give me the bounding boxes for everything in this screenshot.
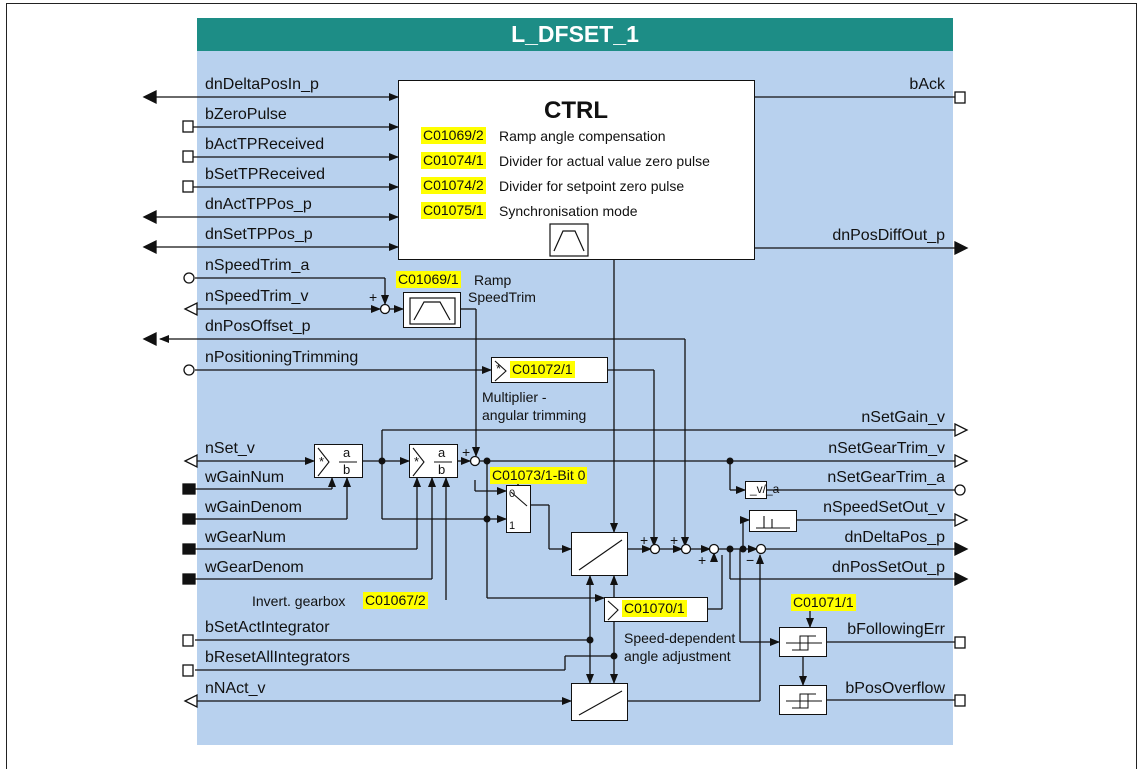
ctrl-param-desc: Divider for actual value zero pulse xyxy=(499,153,710,169)
input-label: bActTPReceived xyxy=(205,136,325,153)
ramp-icon xyxy=(409,297,456,325)
input-label: dnPosOffset_p xyxy=(205,318,311,335)
input-label: wGearDenom xyxy=(205,559,304,576)
hysteresis-icon xyxy=(786,693,822,709)
plus-sign: + xyxy=(369,289,378,305)
ctrl-param-desc: Ramp angle compensation xyxy=(499,128,666,144)
pulse-icon xyxy=(756,516,790,529)
function-block-title: L_DFSET_1 xyxy=(197,18,953,51)
ramp-speedtrim-label: Ramp xyxy=(474,272,512,288)
output-label: nSpeedSetOut_v xyxy=(823,499,945,516)
multiply-icon xyxy=(607,600,619,621)
divide-b: b xyxy=(438,462,446,477)
ctrl-title: CTRL xyxy=(544,97,608,124)
plus-sign: + xyxy=(698,552,707,568)
ramp-icon xyxy=(549,223,589,257)
gear-divider-block: * a b xyxy=(409,444,458,478)
ctrl-param-desc: Divider for setpoint zero pulse xyxy=(499,178,685,194)
output-label: nSetGearTrim_v xyxy=(828,440,945,457)
gearbox-label: Invert. gearbox xyxy=(252,593,346,609)
multiply-star: * xyxy=(496,361,502,376)
input-label: wGainDenom xyxy=(205,499,302,516)
multiplier-label: Multiplier - xyxy=(482,389,547,405)
input-label: dnDeltaPosIn_p xyxy=(205,76,319,93)
divide-a: a xyxy=(343,445,351,460)
ctrl-param-code: C01069/2 xyxy=(421,127,486,144)
output-label: dnPosSetOut_p xyxy=(832,559,945,576)
pos-overflow-block xyxy=(779,685,827,715)
speed-angle-label: angle adjustment xyxy=(624,648,731,664)
switch-pos0: 0 xyxy=(509,488,516,500)
multiplier-code: C01072/1 xyxy=(510,361,575,378)
input-label: bResetAllIntegrators xyxy=(205,649,350,666)
ctrl-param-code: C01075/1 xyxy=(421,202,486,219)
ramp-speedtrim-block xyxy=(403,292,461,328)
input-label: nSet_v xyxy=(205,440,255,457)
output-label: nSetGain_v xyxy=(861,409,945,426)
integrator-block xyxy=(571,683,628,721)
ctrl-block: CTRL C01069/2 Ramp angle compensation C0… xyxy=(398,80,755,260)
input-label: nSpeedTrim_v xyxy=(205,288,309,305)
input-label: bZeroPulse xyxy=(205,106,287,123)
speed-angle-label: Speed-dependent xyxy=(624,630,736,646)
divide-b: b xyxy=(343,462,351,477)
output-label: bFollowingErr xyxy=(847,621,945,638)
hysteresis-icon xyxy=(786,635,822,651)
integrator-icon xyxy=(578,539,623,571)
multiply-icon xyxy=(494,360,507,382)
divide-star: * xyxy=(319,454,325,469)
following-err-code: C01071/1 xyxy=(791,594,856,611)
switch-pos1: 1 xyxy=(509,520,516,532)
following-err-block xyxy=(779,627,827,657)
divide-icon xyxy=(317,447,357,477)
switch-icon xyxy=(510,491,528,507)
ramp-speedtrim-code: C01069/1 xyxy=(396,271,461,288)
plus-sign: + xyxy=(462,444,471,460)
input-label: wGearNum xyxy=(205,529,286,546)
divide-a: a xyxy=(438,445,446,460)
switch-code: C01073/1-Bit 0 xyxy=(490,467,588,484)
input-label: nPositioningTrimming xyxy=(205,349,359,366)
gearbox-code: C01067/2 xyxy=(363,592,428,609)
input-label: dnActTPPos_p xyxy=(205,196,312,213)
input-label: bSetTPReceived xyxy=(205,166,326,183)
output-label: nSetGearTrim_a xyxy=(827,469,945,486)
output-label: bPosOverflow xyxy=(845,680,945,697)
outer-frame xyxy=(6,3,1137,769)
output-label: bAck xyxy=(909,76,945,93)
plus-sign: + xyxy=(640,532,649,548)
divide-icon xyxy=(412,447,452,477)
va-converter-label: _v/_a xyxy=(750,482,780,496)
input-label: wGainNum xyxy=(205,469,285,486)
input-label: nSpeedTrim_a xyxy=(205,257,310,274)
output-label: dnPosDiffOut_p xyxy=(832,227,945,244)
plus-sign: + xyxy=(670,532,679,548)
ramp-speedtrim-label: SpeedTrim xyxy=(468,289,536,305)
va-converter-block xyxy=(745,481,767,499)
multiplier-label: angular trimming xyxy=(482,407,587,423)
integrator-block xyxy=(571,532,628,576)
input-label: dnSetTPPos_p xyxy=(205,226,313,243)
input-label: nNAct_v xyxy=(205,680,266,697)
divide-star: * xyxy=(414,454,420,469)
gain-divider-block: * a b xyxy=(314,444,363,478)
ctrl-param-code: C01074/2 xyxy=(421,177,486,194)
integrator-icon xyxy=(578,690,623,716)
output-label: dnDeltaPos_p xyxy=(844,529,945,546)
input-label: bSetActIntegrator xyxy=(205,619,330,636)
switch-block: 0 1 xyxy=(506,485,531,533)
speed-angle-code: C01070/1 xyxy=(622,600,687,617)
ctrl-param-code: C01074/1 xyxy=(421,152,486,169)
minus-sign: − xyxy=(746,552,755,568)
ctrl-param-desc: Synchronisation mode xyxy=(499,203,638,219)
speedset-filter-block xyxy=(749,510,797,532)
